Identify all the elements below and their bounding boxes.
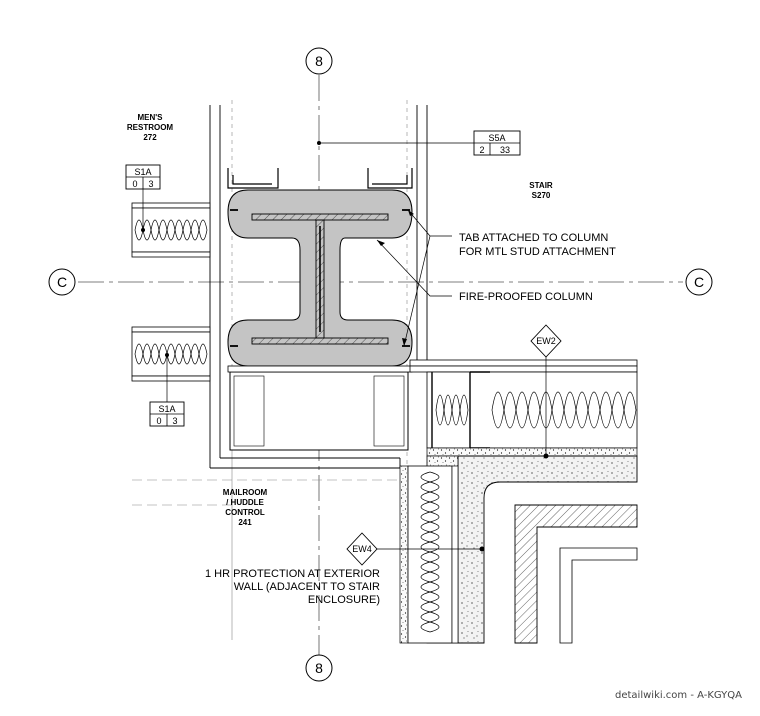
leader-arrows xyxy=(377,210,414,346)
room-label-mailroom: MAILROOM / HUDDLE CONTROL 241 xyxy=(223,488,268,527)
note-tab-line1: TAB ATTACHED TO COLUMN xyxy=(459,232,608,244)
grid-label-right: C xyxy=(694,274,704,290)
fire-proofed-column xyxy=(227,189,413,367)
left-wall-lower xyxy=(131,326,211,382)
stud-framing-below-column xyxy=(227,365,413,451)
ew2-label: EW2 xyxy=(536,336,556,346)
leader-lines xyxy=(142,142,547,550)
stair-number: S270 xyxy=(532,191,551,200)
grid-label-bottom: 8 xyxy=(315,660,323,676)
section-tag-s1a-bottom: S1A 0 3 xyxy=(149,401,185,427)
exterior-wall-horizontal xyxy=(409,359,638,457)
s1a-top-id: S1A xyxy=(134,167,151,177)
s1a-top-right: 3 xyxy=(148,179,153,189)
note-protection-line2: WALL (ADJACENT TO STAIR xyxy=(234,581,380,593)
footer-watermark: detailwiki.com - A-KGYQA xyxy=(615,690,742,701)
s1a-top-left: 0 xyxy=(132,179,137,189)
s1a-bottom-id: S1A xyxy=(158,404,175,414)
note-tab-attached: TAB ATTACHED TO COLUMN FOR MTL STUD ATTA… xyxy=(459,232,616,258)
room-label-stair: STAIR S270 xyxy=(529,181,553,200)
s1a-bottom-left: 0 xyxy=(156,416,161,426)
grid-bubble-bottom: 8 xyxy=(305,654,333,682)
stair-name: STAIR xyxy=(529,181,553,190)
s5a-right: 33 xyxy=(500,145,510,155)
restroom-name-1: MEN'S xyxy=(137,113,163,122)
exterior-wall-vertical xyxy=(399,465,459,644)
stair-wall-hatched xyxy=(514,504,638,644)
mailroom-number: 241 xyxy=(238,518,252,527)
note-fire-proofed-column: FIRE-PROOFED COLUMN xyxy=(459,291,593,303)
room-label-restroom: MEN'S RESTROOM 272 xyxy=(127,113,174,142)
grid-bubble-right: C xyxy=(685,268,713,296)
s1a-bottom-right: 3 xyxy=(172,416,177,426)
mailroom-name-2: / HUDDLE xyxy=(226,498,264,507)
restroom-number: 272 xyxy=(143,133,157,142)
wall-tag-ew2: EW2 xyxy=(530,324,562,358)
note-tab-line2: FOR MTL STUD ATTACHMENT xyxy=(459,246,616,258)
section-tag-s5a: S5A 2 33 xyxy=(473,130,521,156)
section-tag-s1a-top: S1A 0 3 xyxy=(125,164,161,190)
stud-tracks xyxy=(227,168,413,189)
s5a-left: 2 xyxy=(479,145,484,155)
note-1hr-protection: 1 HR PROTECTION AT EXTERIOR WALL (ADJACE… xyxy=(205,568,380,606)
ew4-label: EW4 xyxy=(352,544,372,554)
mailroom-name-1: MAILROOM xyxy=(223,488,268,497)
mailroom-name-3: CONTROL xyxy=(225,508,265,517)
s5a-id: S5A xyxy=(488,133,505,143)
leader-dots xyxy=(141,141,549,552)
grid-bubble-top: 8 xyxy=(305,47,333,75)
grid-label-left: C xyxy=(57,274,67,290)
note-protection-line3: ENCLOSURE) xyxy=(308,594,380,606)
grid-bubble-left: C xyxy=(48,268,76,296)
wall-tag-ew4: EW4 xyxy=(346,532,378,566)
grid-label-top: 8 xyxy=(315,53,323,69)
restroom-name-2: RESTROOM xyxy=(127,123,174,132)
note-protection-line1: 1 HR PROTECTION AT EXTERIOR xyxy=(205,568,380,580)
